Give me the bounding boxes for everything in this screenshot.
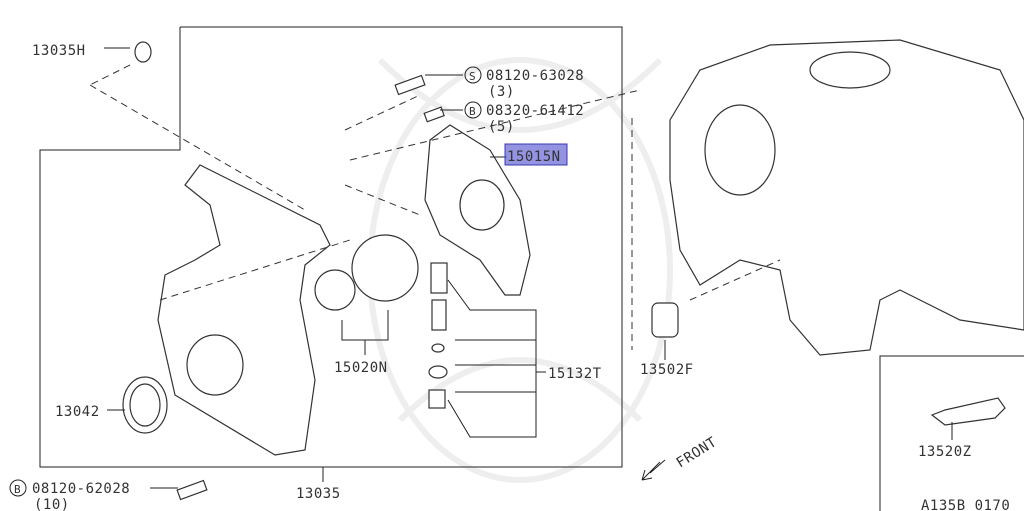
qty-label: (5) xyxy=(488,119,515,135)
assembly-dashes xyxy=(89,64,781,350)
pump-bore xyxy=(459,179,505,231)
plug xyxy=(428,389,446,409)
oil-pump-outer-rotor xyxy=(351,234,419,302)
block-opening xyxy=(704,104,776,196)
group-frame xyxy=(39,26,623,468)
sealant-tube-13520Z xyxy=(930,397,1006,426)
qty-label: (3) xyxy=(488,84,515,100)
mark-b: B xyxy=(14,483,21,496)
bolt-s xyxy=(394,74,426,96)
sealant-frame xyxy=(879,355,1024,511)
part-label-15015N[interactable]: 15015N xyxy=(507,149,561,165)
cover-seal-bore xyxy=(186,334,244,396)
front-label: FRONT xyxy=(674,434,720,471)
part-label-08120-63028[interactable]: 08120-63028 xyxy=(486,68,584,84)
diagram-code: A135B 0170 xyxy=(921,498,1010,511)
part-label-13502F[interactable]: 13502F xyxy=(640,362,694,378)
mark-b-icon xyxy=(464,101,482,119)
part-label-13035H[interactable]: 13035H xyxy=(32,43,86,59)
part-label-13042[interactable]: 13042 xyxy=(55,404,100,420)
mark-b: B xyxy=(469,105,476,118)
relief-valve xyxy=(430,262,448,294)
gasket xyxy=(428,365,448,379)
part-label-13520Z[interactable]: 13520Z xyxy=(918,444,972,460)
mark-s: S xyxy=(469,70,476,83)
qty-label: (10) xyxy=(34,497,70,511)
part-label-15132T[interactable]: 15132T xyxy=(548,366,602,382)
relief-spring xyxy=(431,299,447,331)
front-cover-13035 xyxy=(157,164,331,456)
part-label-13035[interactable]: 13035 xyxy=(296,486,341,502)
bushing-13502F xyxy=(651,302,679,338)
block-bore xyxy=(809,51,891,89)
bolt-bottom xyxy=(176,479,208,501)
front-arrow-icon xyxy=(641,459,666,481)
highlight-box xyxy=(504,143,568,166)
leader-lines xyxy=(104,47,953,489)
part-label-15020N[interactable]: 15020N xyxy=(334,360,388,376)
part-label-08320-61412[interactable]: 08320-61412 xyxy=(486,103,584,119)
mark-s-icon xyxy=(464,66,482,84)
oil-seal-inner xyxy=(129,383,161,427)
oil-pump-inner-gear xyxy=(314,269,356,311)
bolt-b xyxy=(423,106,445,123)
o-ring-13035H xyxy=(134,41,152,63)
mark-b-icon xyxy=(9,479,27,497)
washer xyxy=(431,343,445,353)
part-label-08120-62028[interactable]: 08120-62028 xyxy=(32,481,130,497)
